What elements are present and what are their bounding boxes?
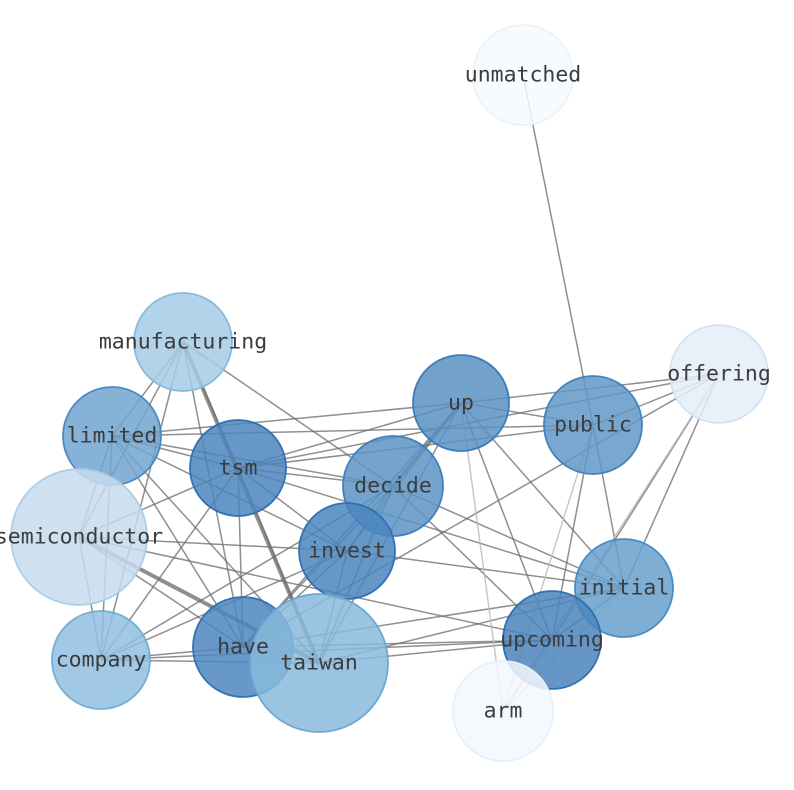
node-arm [452,660,554,762]
label-unmatched: unmatched [465,63,582,88]
node-offering [669,324,769,424]
edge-unmatched-public [522,74,594,426]
node-layer [10,24,769,762]
label-arm: arm [484,699,523,724]
edge-up-arm [460,402,504,712]
edge-limited-up [111,402,462,437]
label-public: public [554,413,632,438]
label-limited: limited [67,424,158,449]
node-company [51,610,151,710]
edge-tsm-initial [237,467,625,589]
node-public [543,375,643,475]
label-up: up [448,391,474,416]
node-tsm [189,419,287,517]
node-unmatched [472,24,574,126]
label-company: company [56,648,147,673]
label-initial: initial [579,576,670,601]
label-upcoming: upcoming [500,628,604,653]
label-decide: decide [354,474,432,499]
label-tsm: tsm [219,456,258,481]
node-initial [574,538,674,638]
edge-manufacturing-company [100,341,184,661]
edge-semiconductor-upcoming [78,536,553,641]
label-manufacturing: manufacturing [99,330,267,355]
label-taiwan: taiwan [280,651,358,676]
label-have: have [217,635,269,660]
node-semiconductor [10,468,148,606]
label-layer: unmatched manufacturing limited tsm semicond… [0,63,771,724]
edge-limited-public [111,424,594,437]
node-taiwan [249,593,389,733]
label-semiconductor: semiconductor [0,525,163,550]
label-offering: offering [667,362,771,387]
node-manufacturing [133,292,233,392]
node-upcoming [502,590,602,690]
label-invest: invest [308,539,386,564]
node-up [412,354,510,452]
